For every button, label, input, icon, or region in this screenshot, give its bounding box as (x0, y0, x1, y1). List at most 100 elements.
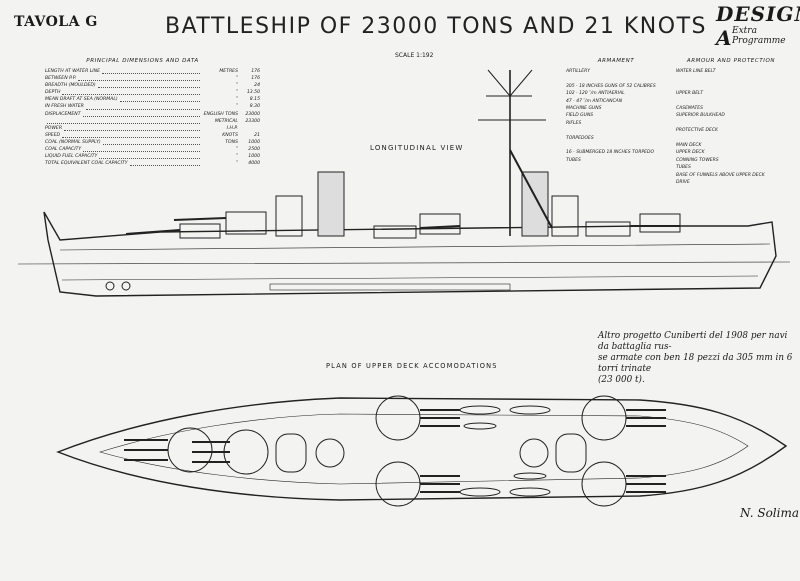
protection-line: UPPER BELT (676, 91, 704, 97)
protection-line: BASE OF FUNNELS ABOVE UPPER DECK (676, 172, 765, 178)
armament-heading: ARMAMENT (597, 58, 635, 64)
armament-line: FIELD GUNS (566, 113, 594, 119)
protection-line: CASEMATES (676, 105, 704, 111)
dimension-label: IN FRESH WATER (45, 104, 84, 110)
dimension-label: BETWEEN P.P. (45, 76, 77, 82)
dimension-unit: ” (235, 76, 238, 82)
leader-dots (102, 69, 200, 75)
programme-label: Extra Programme (732, 26, 786, 46)
dimension-value: 24 (254, 83, 260, 89)
dimension-label: BREADTH (MOULDED) (45, 83, 96, 89)
dimension-row: MEAN DRAFT AT SEA (NORMAL) ” 8.15 (45, 97, 260, 104)
leader-dots (62, 133, 200, 138)
dimensions-table: PRINCIPAL DIMENSIONS AND DATA LENGTH AT … (45, 58, 260, 168)
leader-dots (119, 97, 200, 103)
dimension-row: IN FRESH WATER ” 8.30 (45, 104, 260, 111)
dimension-unit: ” (235, 104, 238, 110)
dimension-value: 21 (254, 132, 260, 138)
protection-list: WATER LINE BELT UPPER BELT CASEMATES SUPERI… (676, 68, 786, 186)
protection-line: PROTECTIVE DECK (676, 128, 718, 134)
dimension-unit: ” (235, 161, 238, 167)
leader-dots (99, 154, 200, 160)
dimension-row: DEPTH”13.50 (45, 90, 260, 97)
armament-line: MACHINE GUNS (566, 106, 602, 112)
caption-line-3: (23 000 t). (598, 375, 645, 385)
dimensions-rows: LENGTH AT WATER LINE METRES 176 BETWEEN P.… (45, 69, 260, 168)
leader-dots (102, 140, 200, 146)
dimension-row: SPEED KNOTS 21 (45, 133, 260, 140)
dimension-unit: ” (235, 97, 238, 103)
dimension-row: COAL CAPACITY”2500 (45, 147, 260, 154)
dimension-label: LIQUID FUEL CAPACITY (45, 154, 98, 160)
design-label: DESIGN A (716, 2, 800, 50)
dimension-row: LENGTH AT WATER LINE METRES 176 (45, 69, 260, 76)
dimension-label: COAL CAPACITY (45, 147, 82, 153)
dimension-unit: ” (235, 147, 238, 153)
dimension-row: TOTAL EQUIVALENT COAL CAPACITY ” 4000 (45, 161, 260, 168)
dimension-unit: METRES (219, 69, 238, 74)
leader-dots (82, 112, 200, 117)
protection-line: SUPERIOR BULKHEAD (676, 113, 725, 119)
dimension-label: COAL (NORMAL SUPPLY) (45, 139, 101, 145)
leader-dots (129, 161, 200, 167)
protection-line: CONNING TOWERS (676, 157, 719, 163)
dimension-label: SPEED (45, 132, 61, 138)
dimension-unit: I.H.P. (226, 125, 238, 131)
dimension-value: 1000 (248, 139, 260, 145)
leader-dots (62, 90, 200, 96)
caption-line-1: Altro progetto Cuniberti del 1908 per na… (598, 331, 788, 352)
dimension-value: 23000 (245, 111, 260, 117)
dimension-label: POWER (45, 125, 63, 131)
armament-line: TUBES (566, 157, 581, 163)
caption: Altro progetto Cuniberti del 1908 per na… (598, 331, 798, 386)
dimension-value: 8.30 (249, 104, 260, 110)
protection-line: TUBES (676, 165, 691, 171)
protection-line: DRIVE (676, 180, 690, 186)
leader-dots (78, 76, 200, 82)
leader-dots (83, 147, 200, 153)
leader-dots (97, 83, 200, 89)
leader-dots (47, 119, 200, 124)
dimension-unit: KNOTS (222, 132, 238, 138)
dimension-label: DISPLACEMENT (45, 111, 81, 117)
dimension-unit: METRICAL (214, 118, 238, 124)
dimension-value: 176 (251, 69, 260, 74)
dimension-value: 4000 (248, 161, 260, 167)
dimensions-heading: PRINCIPAL DIMENSIONS AND DATA (86, 58, 199, 64)
leader-dots (64, 126, 200, 131)
dimension-row: LIQUID FUEL CAPACITY”1000 (45, 154, 260, 161)
dimension-row: BETWEEN P.P. ” 176 (45, 76, 260, 83)
plate-number: TAVOLA G (14, 14, 98, 30)
armament-line: 47 - 47 ″/m ANTICANCAN (566, 98, 623, 104)
dimension-unit: TONS (225, 139, 238, 145)
side-elevation (17, 69, 791, 297)
armament-line: RIFLES (566, 120, 582, 126)
dimension-row: DISPLACEMENT ENGLISH TONS 23000 (45, 112, 260, 119)
leader-dots (85, 104, 200, 110)
dimension-value: 8.15 (249, 97, 260, 103)
dimension-unit: ENGLISH TONS (203, 111, 238, 117)
dimension-value: 176 (251, 76, 260, 82)
armament-line: 102 - 120 ″/m ANTIAERIAL (566, 91, 625, 97)
dimension-row: METRICAL 23300 (45, 119, 260, 126)
dimension-label: LENGTH AT WATER LINE (45, 69, 100, 74)
armament-line: 16 - SUBMERGED 18 INCHES TORPEDO (566, 150, 655, 156)
dimension-unit: ” (235, 83, 238, 89)
protection-heading: ARMOUR AND PROTECTION (686, 58, 776, 64)
armament-line: TORPEDOES (566, 135, 594, 141)
protection-line: WATER LINE BELT (676, 69, 716, 74)
dimension-value: 23300 (245, 118, 260, 124)
deck-plan (56, 395, 788, 507)
longitudinal-view-label: LONGITUDINAL VIEW (370, 144, 464, 152)
plan-view-label: PLAN OF UPPER DECK ACCOMODATIONS (326, 362, 498, 370)
dimension-row: POWER I.H.P. (45, 126, 260, 133)
dimension-unit: ” (235, 154, 238, 160)
dimension-label: DEPTH (45, 90, 61, 96)
dimension-label: TOTAL EQUIVALENT COAL CAPACITY (45, 161, 128, 167)
armament-line: ARTILLERY (566, 69, 591, 74)
dimension-label: MEAN DRAFT AT SEA (NORMAL) (45, 97, 118, 103)
drawing-title: BATTLESHIP OF 23000 TONS AND 21 KNOTS (165, 14, 707, 39)
protection-line: UPPER DECK (676, 150, 705, 156)
